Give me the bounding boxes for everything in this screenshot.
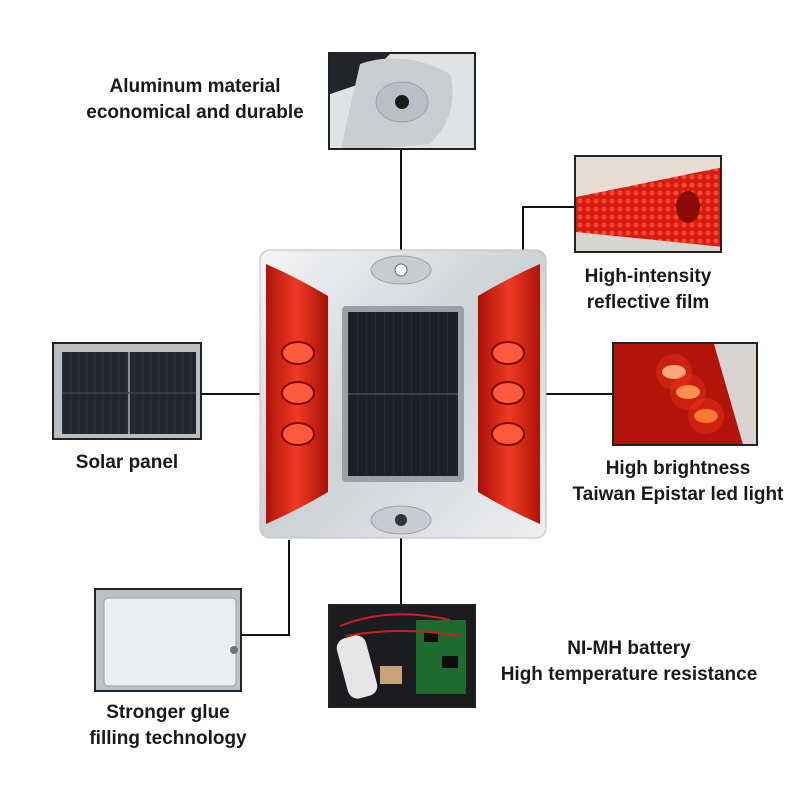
glue-filling-icon xyxy=(94,588,242,692)
callout-line-reflective-h xyxy=(522,206,576,208)
label-solar: Solar panel xyxy=(52,450,202,476)
reflective-line2: reflective film xyxy=(586,292,710,313)
callout-line-aluminum xyxy=(400,148,402,270)
aluminum-bracket-icon xyxy=(328,52,476,150)
battery-circuit-icon xyxy=(328,604,476,708)
callout-line-led xyxy=(505,393,615,395)
aluminum-line2: economical and durable xyxy=(86,102,304,123)
label-reflective: High-intensity reflective film xyxy=(560,264,736,316)
label-glue: Stronger glue filling technology xyxy=(78,700,258,752)
solar-panel-icon xyxy=(52,342,202,440)
reflective-film-icon xyxy=(574,155,722,253)
solar-line1: Solar panel xyxy=(75,452,179,473)
reflective-line1: High-intensity xyxy=(584,266,712,287)
glue-line1: Stronger glue xyxy=(106,702,230,723)
solar-road-stud-icon xyxy=(259,249,547,539)
callout-line-reflective-v xyxy=(522,206,524,282)
label-aluminum: Aluminum material economical and durable xyxy=(80,74,310,126)
led-line2: Taiwan Epistar led light xyxy=(572,484,784,505)
callout-line-battery xyxy=(400,498,402,606)
battery-line1: NI-MH battery xyxy=(567,638,691,659)
callout-line-glue-h xyxy=(240,634,290,636)
led-line1: High brightness xyxy=(605,458,751,479)
label-battery: NI-MH battery High temperature resistanc… xyxy=(484,636,774,688)
battery-line2: High temperature resistance xyxy=(500,664,758,685)
aluminum-line1: Aluminum material xyxy=(109,76,281,97)
callout-line-glue-v xyxy=(288,540,290,636)
led-lights-icon xyxy=(612,342,758,446)
glue-line2: filling technology xyxy=(89,728,247,749)
label-led: High brightness Taiwan Epistar led light xyxy=(560,456,796,508)
